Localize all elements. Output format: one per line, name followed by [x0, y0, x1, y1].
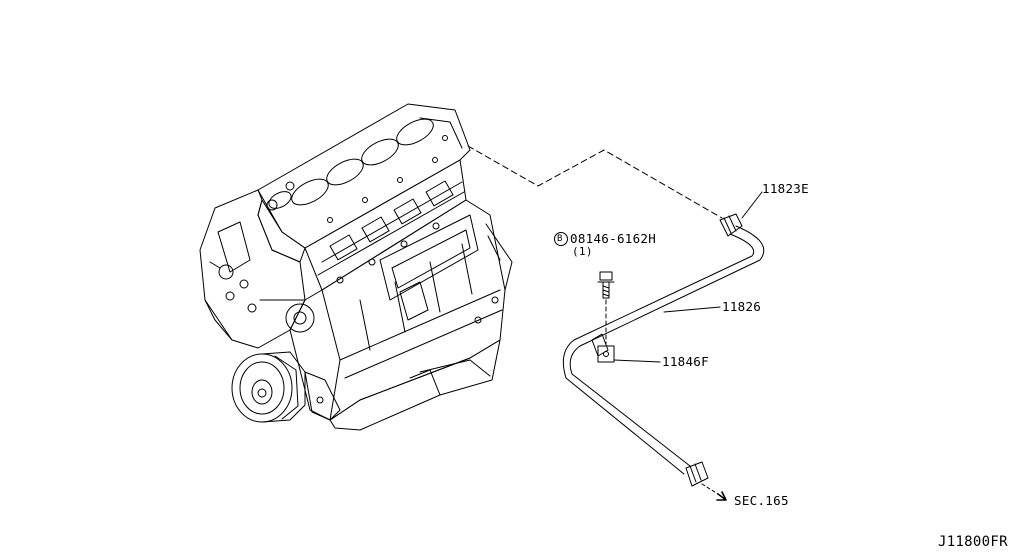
arrow-to-sec165: [701, 483, 727, 501]
bolt-08146-6162h: [597, 271, 615, 345]
figure-code: J11800FR: [938, 534, 1008, 550]
bracket-11846f: [597, 345, 615, 363]
label-bolt-quantity: (1): [572, 245, 593, 258]
bolt-badge-circle: [554, 232, 568, 246]
label-part-11823e: 11823E: [762, 181, 809, 196]
label-part-11826: 11826: [722, 299, 762, 314]
leader-11846f: [613, 359, 661, 363]
dashed-leader-line: [467, 145, 723, 219]
label-bolt-part-number: 08146-6162H: [570, 231, 657, 246]
leader-11826: [663, 306, 721, 313]
label-part-11846f: 11846F: [662, 354, 709, 369]
engine-assembly: [199, 103, 513, 431]
hose-tube-11826: [562, 213, 765, 487]
leader-11823e: [741, 191, 763, 219]
bolt-badge-letter: B: [557, 234, 563, 244]
label-section-ref: SEC.165: [734, 493, 789, 508]
